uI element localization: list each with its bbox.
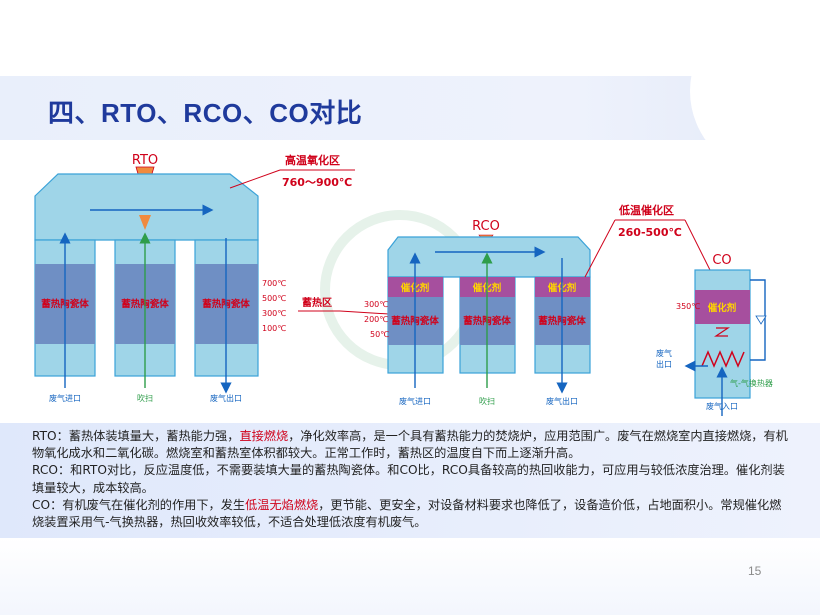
rto-zone-temp: 760～900℃ (282, 176, 352, 189)
description-text: RTO：蓄热体装填量大，蓄热能力强，直接燃烧，净化效率高，是一个具有蓄热能力的焚… (32, 428, 792, 531)
slide-top-strip (0, 0, 820, 70)
rco-description: RCO：和RTO对比，反应温度低，不需要装填大量的蓄热陶瓷体。和CO比，RCO具… (32, 463, 785, 495)
rto-name: RTO (132, 153, 158, 168)
comparison-diagram-panel: RTO 蓄热陶瓷体 蓄热陶瓷体 蓄热陶瓷体 (30, 140, 782, 423)
rco-name: RCO (472, 219, 500, 234)
rto-temp-500: 500℃ (262, 294, 286, 303)
rto-temp-300: 300℃ (262, 309, 286, 318)
co-temp: 350℃ (676, 302, 700, 311)
heat-exchanger-coil-icon (701, 350, 745, 368)
slide-title: 四、RTO、RCO、CO对比 (48, 98, 363, 128)
rco-callout-leader (584, 219, 616, 278)
rto-temp-100: 100℃ (262, 324, 286, 333)
rco-unit: RCO 催化剂 蓄热陶瓷体 催化剂 蓄热陶瓷体 催 (364, 203, 721, 406)
title-band (0, 6, 820, 176)
rco-port-purge: 吹扫 (479, 396, 495, 406)
co-loop-arrow-icon (755, 315, 767, 325)
page-number: 15 (748, 564, 762, 578)
description-panel (0, 423, 820, 538)
rco-temp-50: 50℃ (370, 330, 389, 339)
rto-desc-suffix: ，净化效率高，是一个具有蓄热能力的焚烧炉，应用范围广。废气在燃烧室内直接燃烧，有… (32, 429, 788, 461)
rco-port-inlet: 废气进口 (399, 396, 431, 406)
rto-description: RTO：蓄热体装填量大，蓄热能力强，直接燃烧，净化效率高，是一个具有蓄热能力的焚… (32, 428, 792, 462)
co-catalyst-bed (695, 290, 750, 324)
rto-port-purge: 吹扫 (137, 393, 153, 403)
co-desc-prefix: CO：有机废气在催化剂的作用下，发生 (32, 497, 246, 512)
rco-temp-300: 300℃ (364, 300, 388, 309)
rto-port-inlet: 废气进口 (49, 393, 81, 403)
co-unit: CO 催化剂 350℃ 废气 出口 气-气换热器 废气入口 (656, 253, 773, 416)
co-desc-suffix: ，更节能、更安全，对设备材料要求也降低了，设备造价低，占地面积小。常规催化燃烧装… (32, 497, 782, 530)
rto-temp-700: 700℃ (262, 279, 286, 288)
rco-zone-temp: 260-500℃ (618, 226, 682, 239)
rco-chamber (387, 236, 591, 278)
rto-desc-highlight: 直接燃烧 (239, 429, 289, 443)
co-return-loop (750, 279, 766, 361)
rto-callout-leader (229, 169, 281, 189)
slide-bottom-area (0, 538, 820, 615)
rto-port-outlet: 废气出口 (210, 393, 242, 403)
rto-flame-tip (139, 215, 151, 230)
rto-zone-label: 高温氧化区 (285, 153, 340, 167)
rco-temp-200: 200℃ (364, 315, 388, 324)
comparison-diagram: RTO 蓄热陶瓷体 蓄热陶瓷体 蓄热陶瓷体 (34, 153, 773, 416)
co-exchanger-label: 气-气换热器 (730, 378, 773, 388)
rto-unit: RTO 蓄热陶瓷体 蓄热陶瓷体 蓄热陶瓷体 (34, 153, 406, 403)
co-outlet-label-line1: 废气 (656, 348, 672, 358)
rco-zone-label: 低温催化区 (618, 203, 674, 217)
heat-storage-zone-label: 蓄热区 (302, 296, 332, 309)
co-name: CO (712, 253, 731, 268)
co-outlet-label-line2: 出口 (656, 359, 672, 369)
co-description: CO：有机废气在催化剂的作用下，发生低温无焰燃烧，更节能、更安全，对设备材料要求… (32, 497, 792, 531)
heater-icon (714, 327, 730, 337)
co-inlet-label: 废气入口 (706, 401, 738, 411)
rco-port-outlet: 废气出口 (546, 396, 578, 406)
rto-desc-prefix: RTO：蓄热体装填量大，蓄热能力强， (32, 429, 240, 443)
co-catalyst-label: 催化剂 (708, 302, 737, 314)
co-desc-highlight: 低温无焰燃烧 (245, 497, 319, 512)
rto-combustion-chamber (34, 173, 259, 241)
